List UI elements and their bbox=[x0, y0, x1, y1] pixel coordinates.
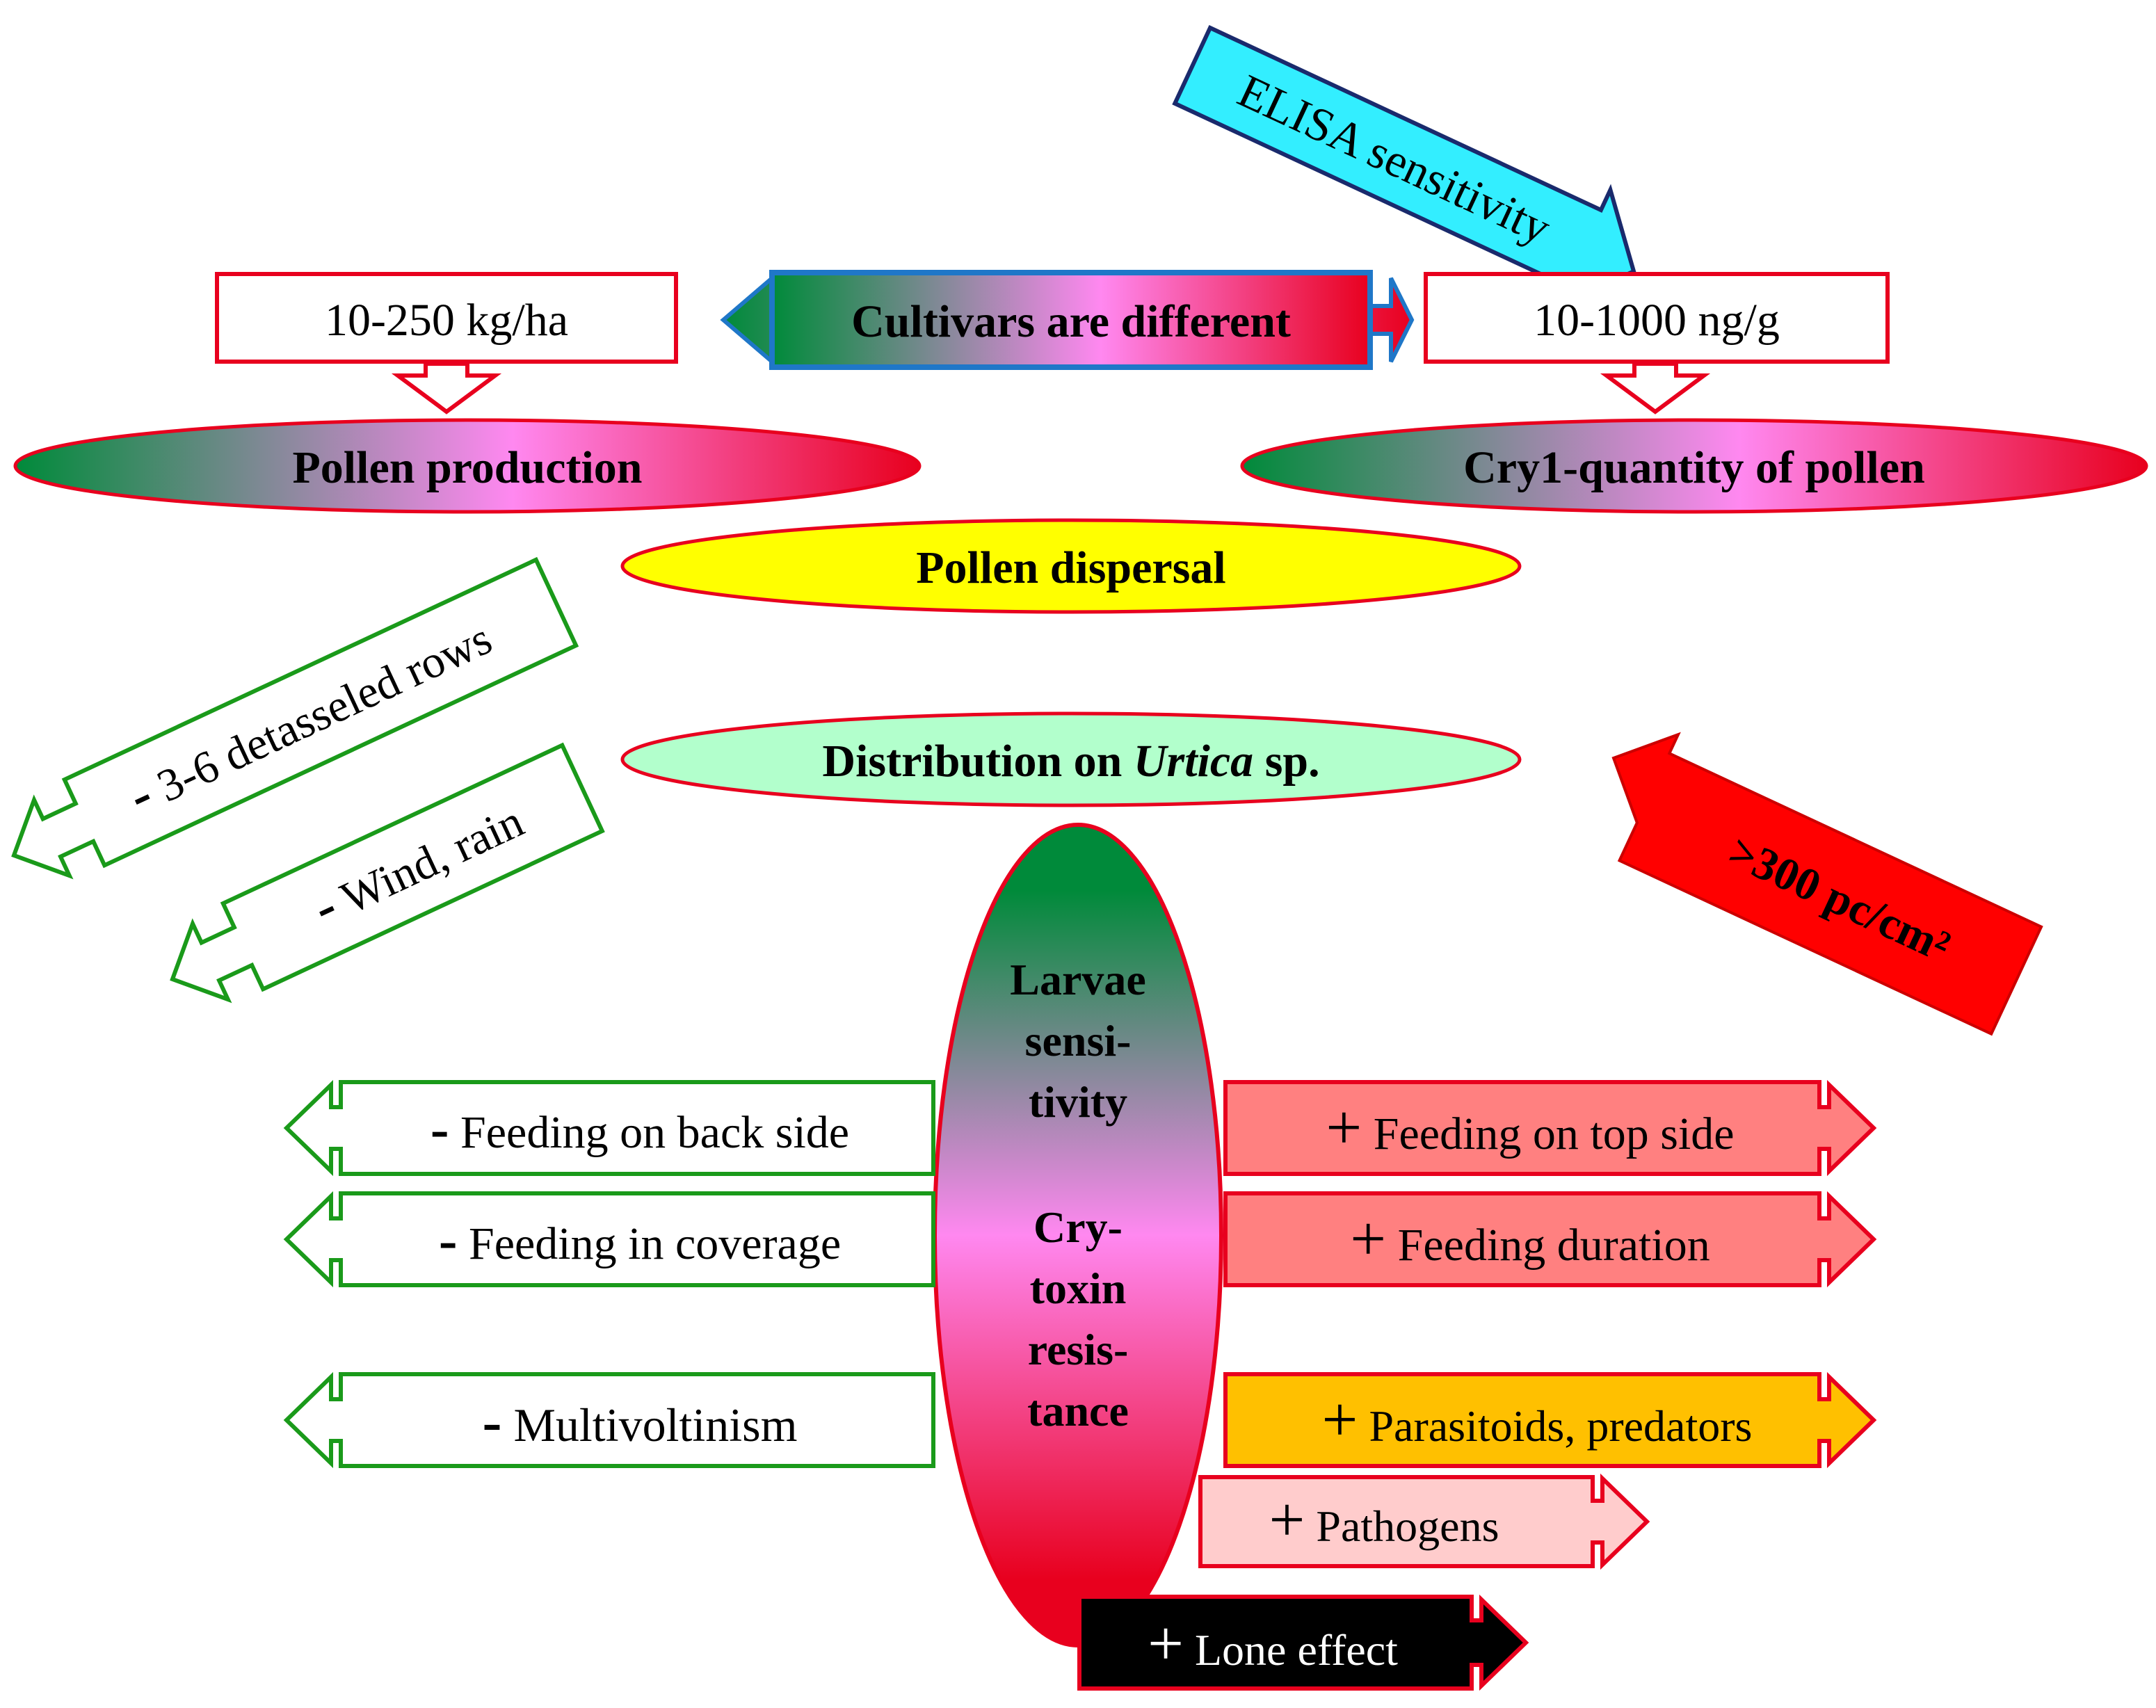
distribution-prefix: Distribution on bbox=[822, 736, 1133, 787]
pollen-dispersal-node: Pollen dispersal bbox=[620, 518, 1522, 614]
lone-effect-arrow: + Lone effect bbox=[1077, 1594, 1529, 1691]
lone-effect-text: Lone effect bbox=[1195, 1625, 1398, 1675]
cry-quantity-label: Cry1-quantity of pollen bbox=[1463, 442, 1925, 493]
top-side-label: + Feeding on top side bbox=[1326, 1092, 1734, 1163]
plus-icon: + bbox=[1322, 1384, 1358, 1455]
duration-arrow: + Feeding duration bbox=[1223, 1191, 1877, 1288]
parasitoids-label: + Parasitoids, predators bbox=[1322, 1384, 1753, 1455]
parasitoids-arrow: + Parasitoids, predators bbox=[1223, 1371, 1877, 1469]
multivoltinism-label: - Multivoltinism bbox=[482, 1389, 797, 1454]
minus-icon: - bbox=[482, 1389, 501, 1454]
multivoltinism-text: Multivoltinism bbox=[513, 1399, 797, 1451]
lone-effect-label: + Lone effect bbox=[1148, 1608, 1398, 1679]
back-side-arrow: - Feeding on back side bbox=[283, 1079, 935, 1177]
pollen-amount-box: 10-250 kg/ha bbox=[215, 272, 678, 414]
parasitoids-text: Parasitoids, predators bbox=[1369, 1401, 1752, 1451]
cry-quantity-node: Cry1-quantity of pollen bbox=[1240, 418, 2148, 514]
plus-icon: + bbox=[1326, 1092, 1362, 1163]
resistance-line-1: Cry- bbox=[1033, 1202, 1123, 1252]
top-side-text: Feeding on top side bbox=[1374, 1109, 1735, 1159]
cultivars-double-arrow: Cultivars are different bbox=[720, 270, 1415, 370]
minus-icon: - bbox=[431, 1099, 449, 1160]
larvae-line-1: Larvae bbox=[1010, 955, 1146, 1004]
coverage-label: - Feeding in coverage bbox=[439, 1210, 841, 1271]
elisa-label: ELISA sensitivity bbox=[1230, 64, 1559, 255]
minus-icon: - bbox=[439, 1210, 458, 1271]
coverage-text: Feeding in coverage bbox=[469, 1218, 841, 1269]
plus-icon: + bbox=[1148, 1608, 1184, 1679]
back-side-label: - Feeding on back side bbox=[431, 1099, 849, 1160]
coverage-arrow: - Feeding in coverage bbox=[283, 1191, 935, 1288]
back-side-text: Feeding on back side bbox=[460, 1107, 849, 1158]
plus-icon: + bbox=[1350, 1203, 1386, 1274]
density-arrow: >300 pc/cm² bbox=[1611, 732, 2043, 1036]
pathogens-arrow: + Pathogens bbox=[1198, 1473, 1650, 1570]
pathogens-label: + Pathogens bbox=[1269, 1484, 1499, 1555]
cry-amount-box: 10-1000 ng/g bbox=[1424, 272, 1890, 414]
resistance-line-3: resis- bbox=[1028, 1325, 1129, 1374]
larvae-line-2: sensi- bbox=[1025, 1016, 1132, 1065]
top-side-arrow: + Feeding on top side bbox=[1223, 1079, 1877, 1177]
pollen-production-node: Pollen production bbox=[13, 418, 922, 514]
pollen-dispersal-label: Pollen dispersal bbox=[916, 542, 1226, 593]
distribution-genus: Urtica bbox=[1134, 736, 1253, 787]
resistance-line-4: tance bbox=[1027, 1386, 1129, 1435]
down-arrow-icon bbox=[1600, 362, 1711, 414]
distribution-suffix: sp. bbox=[1253, 736, 1319, 787]
duration-label: + Feeding duration bbox=[1350, 1203, 1709, 1274]
pollen-amount-label: 10-250 kg/ha bbox=[325, 295, 568, 346]
down-arrow-icon bbox=[391, 362, 502, 414]
plus-icon: + bbox=[1269, 1484, 1305, 1555]
resistance-line-2: toxin bbox=[1030, 1264, 1127, 1313]
duration-text: Feeding duration bbox=[1398, 1220, 1710, 1271]
cultivars-label: Cultivars are different bbox=[851, 296, 1291, 347]
detasseled-text: 3-6 detasseled rows bbox=[150, 613, 499, 812]
distribution-label: Distribution on Urtica sp. bbox=[822, 736, 1319, 787]
pathogens-text: Pathogens bbox=[1316, 1501, 1499, 1551]
distribution-node: Distribution on Urtica sp. bbox=[620, 711, 1522, 807]
multivoltinism-arrow: - Multivoltinism bbox=[283, 1371, 935, 1469]
cry-amount-label: 10-1000 ng/g bbox=[1534, 295, 1780, 346]
pollen-production-label: Pollen production bbox=[292, 442, 642, 493]
larvae-line-3: tivity bbox=[1029, 1077, 1127, 1127]
detasseled-label: - 3-6 detasseled rows bbox=[119, 606, 500, 827]
larvae-node: Larvae sensi- tivity Cry- toxin resis- t… bbox=[933, 823, 1223, 1647]
